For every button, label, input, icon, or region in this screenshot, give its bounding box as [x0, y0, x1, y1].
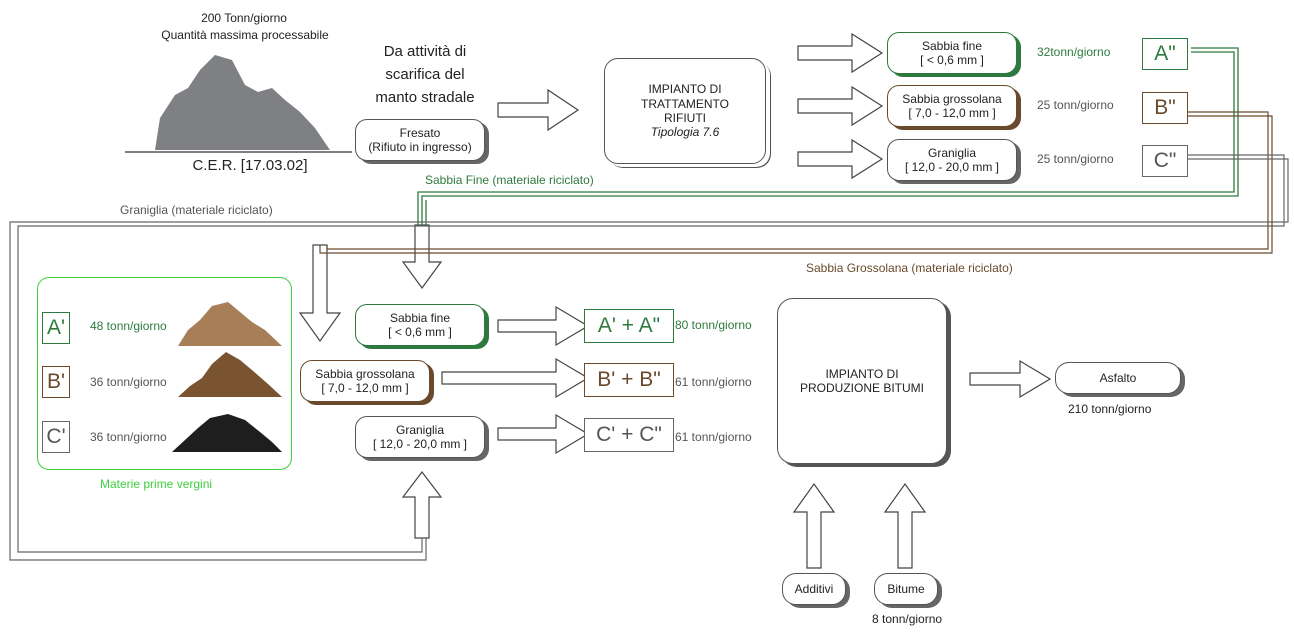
asfalto-rate: 210 tonn/giorno: [1068, 402, 1152, 416]
treatment-plant-line3: RIFIUTI: [664, 111, 706, 125]
combined-rate: 61 tonn/giorno: [675, 375, 752, 389]
output-range: [ 12,0 - 20,0 mm ]: [904, 160, 1000, 174]
middle-name: Graniglia: [395, 422, 445, 437]
middle-box-sabbia-grossolana: Sabbia grossolana [ 7,0 - 12,0 mm ]: [300, 360, 430, 402]
flow-label-graniglia: Graniglia (materiale riciclato): [120, 203, 273, 217]
code-a2: A": [1142, 38, 1188, 70]
virgin-materials-title: Materie prime vergini: [100, 477, 213, 491]
flow-label-sabbia-fine: Sabbia Fine (materiale riciclato): [425, 173, 594, 187]
sand-fine-heap-icon: [178, 302, 282, 346]
block-arrows: [298, 32, 1052, 569]
fresato-sublabel: (Rifiuto in ingresso): [368, 140, 472, 154]
treatment-plant-type: Tipologia 7.6: [650, 125, 720, 140]
arrow-input-to-plant: [497, 88, 580, 132]
virgin-rate: 36 tonn/giorno: [90, 430, 167, 444]
output-box-graniglia: Graniglia [ 12,0 - 20,0 mm ]: [887, 139, 1017, 181]
bitume-box: Bitume: [874, 573, 938, 605]
asfalto-box: Asfalto: [1055, 362, 1181, 394]
fresato-box: Fresato (Rifiuto in ingresso): [355, 119, 485, 161]
combined-rate: 61 tonn/giorno: [675, 430, 752, 444]
virgin-rate: 48 tonn/giorno: [90, 319, 167, 333]
treatment-plant-line1: IMPIANTO DI: [648, 82, 722, 97]
middle-range: [ < 0,6 mm ]: [388, 325, 452, 339]
source-line2: scarifica del: [385, 66, 465, 83]
bitume-rate: 8 tonn/giorno: [872, 612, 943, 626]
code-a1: A': [42, 312, 70, 344]
output-rate: 25 tonn/giorno: [1037, 98, 1114, 112]
middle-range: [ 12,0 - 20,0 mm ]: [372, 437, 468, 451]
bitumen-plant-line2: PRODUZIONE BITUMI: [799, 381, 924, 395]
code-combined-c: C' + C": [584, 418, 674, 452]
middle-box-sabbia-fine: Sabbia fine [ < 0,6 mm ]: [355, 304, 485, 346]
capacity-label: 200 Tonn/giorno: [201, 11, 287, 25]
output-box-sabbia-grossolana: Sabbia grossolana [ 7,0 - 12,0 mm ]: [887, 85, 1017, 127]
source-line3: manto stradale: [375, 89, 475, 106]
asfalto-label: Asfalto: [1099, 370, 1137, 385]
output-rate: 25 tonn/giorno: [1037, 152, 1114, 166]
middle-range: [ 7,0 - 12,0 mm ]: [321, 381, 409, 395]
additivi-box: Additivi: [782, 573, 846, 605]
output-name: Sabbia grossolana: [902, 91, 1002, 106]
source-line1: Da attività di: [383, 43, 467, 60]
bitume-label: Bitume: [887, 581, 925, 596]
additivi-label: Additivi: [794, 581, 834, 596]
treatment-plant-box: IMPIANTO DI TRATTAMENTO RIFIUTI Tipologi…: [604, 58, 766, 164]
code-b1: B': [42, 366, 70, 398]
fresato-heap-icon: [155, 55, 330, 150]
treatment-plant-line2: TRATTAMENTO: [641, 96, 729, 111]
output-box-sabbia-fine: Sabbia fine [ < 0,6 mm ]: [887, 32, 1017, 74]
output-range: [ < 0,6 mm ]: [920, 53, 984, 67]
combined-rate: 80 tonn/giorno: [675, 318, 752, 332]
cer-code: C.E.R. [17.03.02]: [192, 157, 308, 174]
virgin-materials-panel: [37, 277, 292, 470]
fresato-label: Fresato: [399, 125, 441, 140]
sand-coarse-heap-icon: [178, 352, 282, 397]
gravel-heap-icon: [172, 414, 282, 452]
output-name: Graniglia: [927, 145, 977, 160]
code-c2: C": [1142, 145, 1188, 177]
bitumen-plant-line1: IMPIANTO DI: [825, 366, 899, 381]
output-rate: 32tonn/giorno: [1037, 45, 1111, 59]
code-combined-a: A' + A": [584, 309, 674, 343]
code-combined-b: B' + B": [584, 363, 674, 397]
middle-name: Sabbia grossolana: [315, 366, 415, 381]
virgin-rate: 36 tonn/giorno: [90, 375, 167, 389]
output-range: [ 7,0 - 12,0 mm ]: [908, 106, 996, 120]
middle-box-graniglia: Graniglia [ 12,0 - 20,0 mm ]: [355, 416, 485, 458]
code-c1: C': [42, 421, 70, 453]
code-b2: B": [1142, 92, 1188, 124]
middle-name: Sabbia fine: [389, 310, 451, 325]
bitumen-plant-box: IMPIANTO DI PRODUZIONE BITUMI: [777, 298, 947, 464]
capacity-sublabel: Quantità massima processabile: [161, 28, 329, 42]
flow-label-sabbia-grossolana: Sabbia Grossolana (materiale riciclato): [806, 261, 1013, 275]
output-name: Sabbia fine: [921, 38, 983, 53]
